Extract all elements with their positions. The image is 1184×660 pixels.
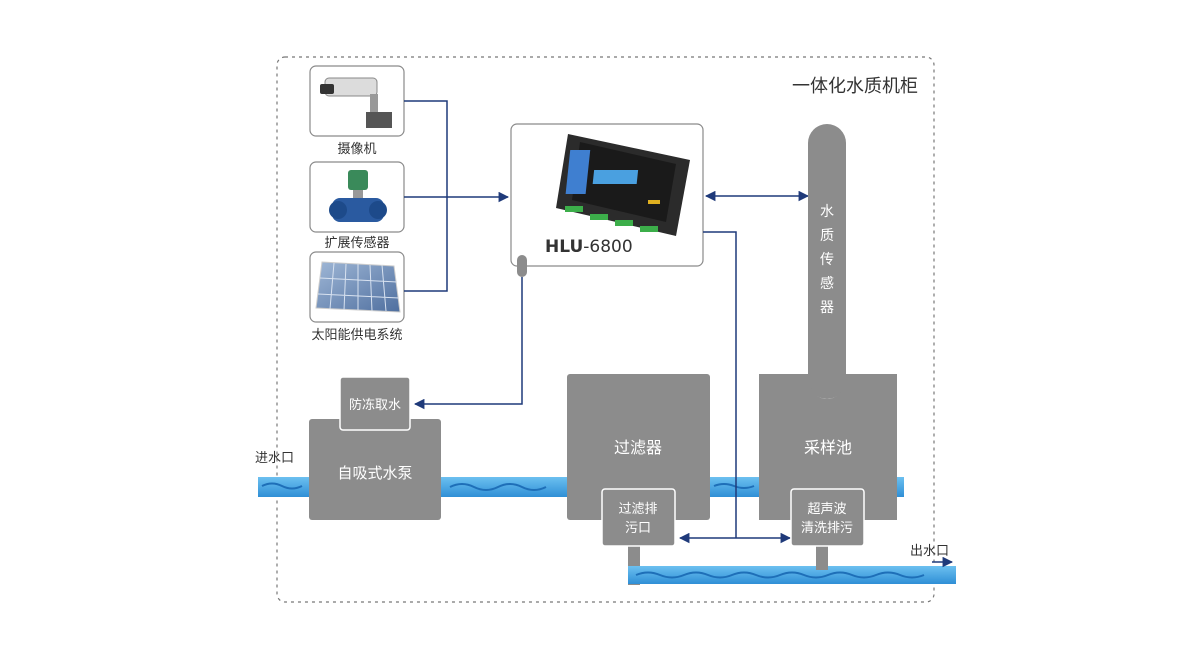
inlet-pipe [258, 477, 904, 497]
camera-card: 摄像机 [309, 65, 405, 157]
filter-box: 过滤器 [567, 374, 710, 520]
flowmeter-icon [329, 170, 387, 222]
filter-drain-line2: 污口 [625, 521, 651, 536]
pump-box: 自吸式水泵 [309, 419, 441, 520]
controller-model-bold: HLU [545, 237, 583, 257]
controller-to-drain-line [703, 231, 737, 538]
controller-to-antifreeze-line [413, 277, 523, 410]
cabinet-border [276, 56, 935, 603]
camera-label: 摄像机 [337, 142, 376, 157]
solar-label: 太阳能供电系统 [311, 328, 402, 343]
ultrasonic-line2: 清洗排污 [801, 521, 853, 536]
outlet-pipe [628, 540, 956, 585]
sampling-tank-box: 采样池 [759, 374, 897, 520]
water-sensor-char-3: 感 [820, 275, 834, 292]
ultrasonic-line1: 超声波 [807, 502, 846, 517]
water-sensor-char-0: 水 [820, 204, 834, 220]
water-quality-sensor: 水 质 传 感 器 [808, 124, 846, 399]
controller-model: HLU-6800 [545, 237, 633, 257]
controller-port [517, 255, 527, 277]
filter-drain-box: 过滤排 污口 [601, 488, 676, 547]
cabinet-title: 一体化水质机柜 [792, 76, 918, 97]
antifreeze-box: 防冻取水 [339, 376, 411, 431]
water-sensor-char-1: 质 [820, 228, 834, 244]
inlet-label: 进水口 [255, 451, 294, 466]
outlet-label: 出水口 [910, 544, 949, 559]
controller-card: HLU-6800 [510, 123, 704, 277]
antifreeze-label: 防冻取水 [349, 397, 401, 413]
water-sensor-char-4: 器 [820, 300, 834, 316]
controller-device-icon [556, 134, 690, 236]
sensor-ext-card: 扩展传感器 [309, 161, 405, 251]
sampling-tank-label: 采样池 [804, 438, 852, 457]
camera-icon [320, 77, 392, 128]
pump-label: 自吸式水泵 [337, 464, 412, 482]
controller-model-rest: -6800 [583, 237, 632, 257]
solar-panel-icon [315, 261, 401, 313]
ultrasonic-box: 超声波 清洗排污 [790, 488, 865, 547]
solar-card: 太阳能供电系统 [309, 251, 405, 343]
filter-drain-line1: 过滤排 [618, 502, 657, 517]
camera-connector [404, 100, 448, 292]
filter-label: 过滤器 [614, 438, 662, 457]
sensor-ext-label: 扩展传感器 [324, 235, 389, 251]
water-sensor-char-2: 传 [820, 252, 834, 268]
